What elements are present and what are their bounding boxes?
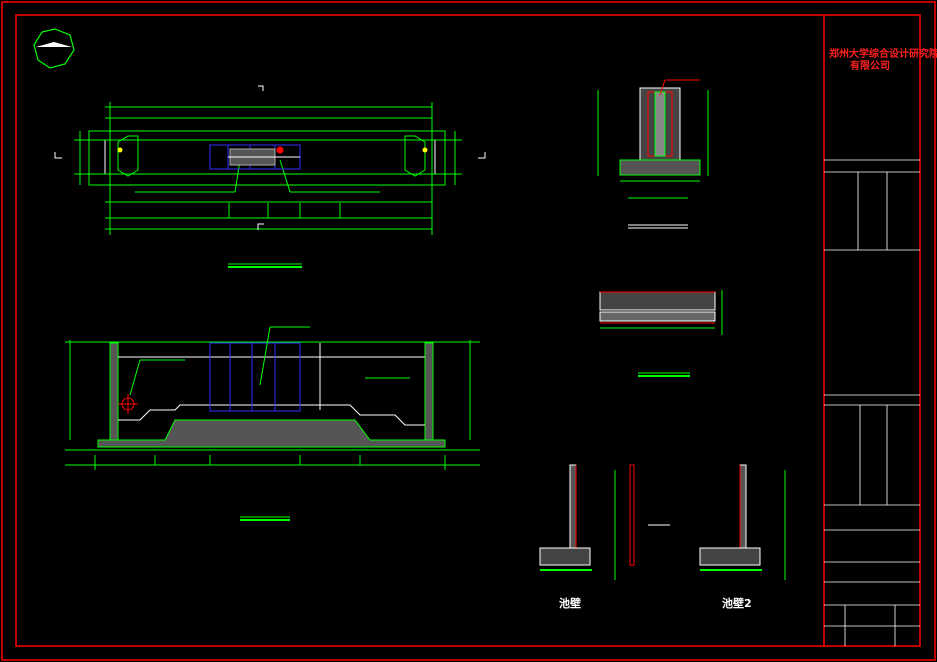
company-name-line1: 郑州大学综合设计研究院 — [829, 49, 937, 60]
section-label-wall1: 池壁 — [559, 597, 581, 610]
detail-slab — [599, 290, 723, 377]
title-block — [823, 15, 920, 646]
plan-view — [54, 85, 486, 268]
north-arrow-icon — [33, 28, 75, 69]
inner-frame — [15, 14, 921, 647]
wall-sections — [539, 464, 786, 580]
section-label-wall2: 池壁2 — [722, 597, 752, 610]
company-name-line2: 有限公司 — [850, 61, 890, 72]
section-view — [65, 326, 480, 521]
detail-column — [597, 79, 709, 229]
